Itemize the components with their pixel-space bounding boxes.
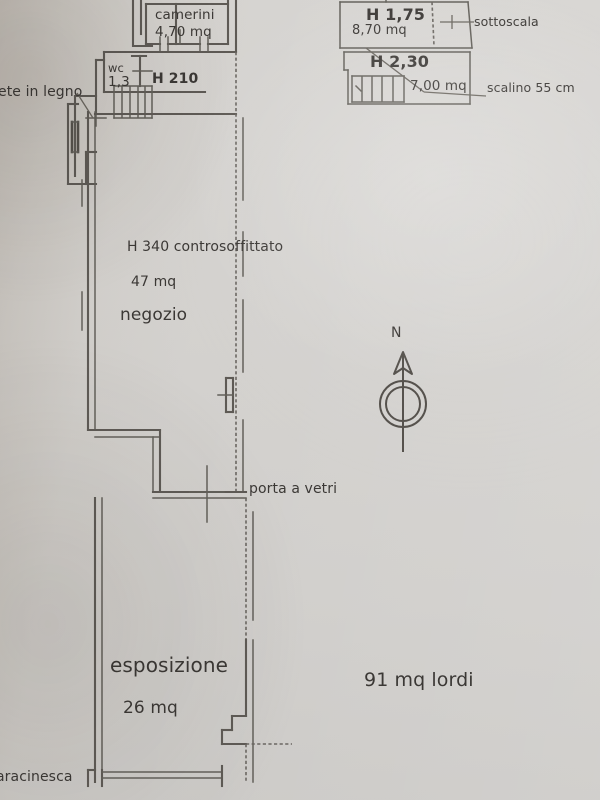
label-north: N (391, 325, 402, 341)
entry-nook-walls (66, 92, 107, 186)
label-negozio: negozio (120, 305, 188, 325)
label-h210: H 210 (152, 71, 199, 87)
label-h340-controsoffitto: H 340 controsoffittato (127, 239, 284, 255)
label-porta-a-vetri: porta a vetri (249, 481, 338, 497)
label-detail-lower-area: 7,00 mq (410, 78, 467, 94)
label-scalino: scalino 55 cm (487, 80, 575, 95)
label-sottoscala: sottoscala (474, 14, 539, 29)
room-camerini-walls (131, 0, 238, 54)
label-detail-lower-height: H 2,30 (370, 52, 430, 71)
label-rete-in-legno: ete in legno (0, 84, 83, 100)
label-totale-lordo: 91 mq lordi (364, 669, 474, 691)
label-negozio-area: 47 mq (131, 274, 177, 290)
room-negozio-walls (81, 52, 244, 494)
detail-box-sottoscala (339, 0, 487, 105)
room-wc-walls (94, 50, 207, 114)
label-camerini-area: 4,70 mq (155, 24, 212, 40)
porta-a-vetri-divider (151, 465, 248, 523)
label-esposizione-area: 26 mq (123, 698, 178, 718)
label-wc: wc (108, 61, 124, 75)
north-arrow-icon (379, 351, 427, 452)
label-camerini: camerini (155, 7, 215, 23)
label-detail-upper-height: H 1,75 (366, 5, 426, 24)
label-detail-upper-area: 8,70 mq (352, 23, 407, 38)
label-wc-area: 1,3 (108, 74, 130, 90)
label-esposizione: esposizione (110, 653, 229, 677)
room-esposizione-walls (86, 496, 254, 788)
label-saracinesca: aracinesca (0, 769, 73, 785)
stair-hatch-upper (113, 85, 153, 119)
